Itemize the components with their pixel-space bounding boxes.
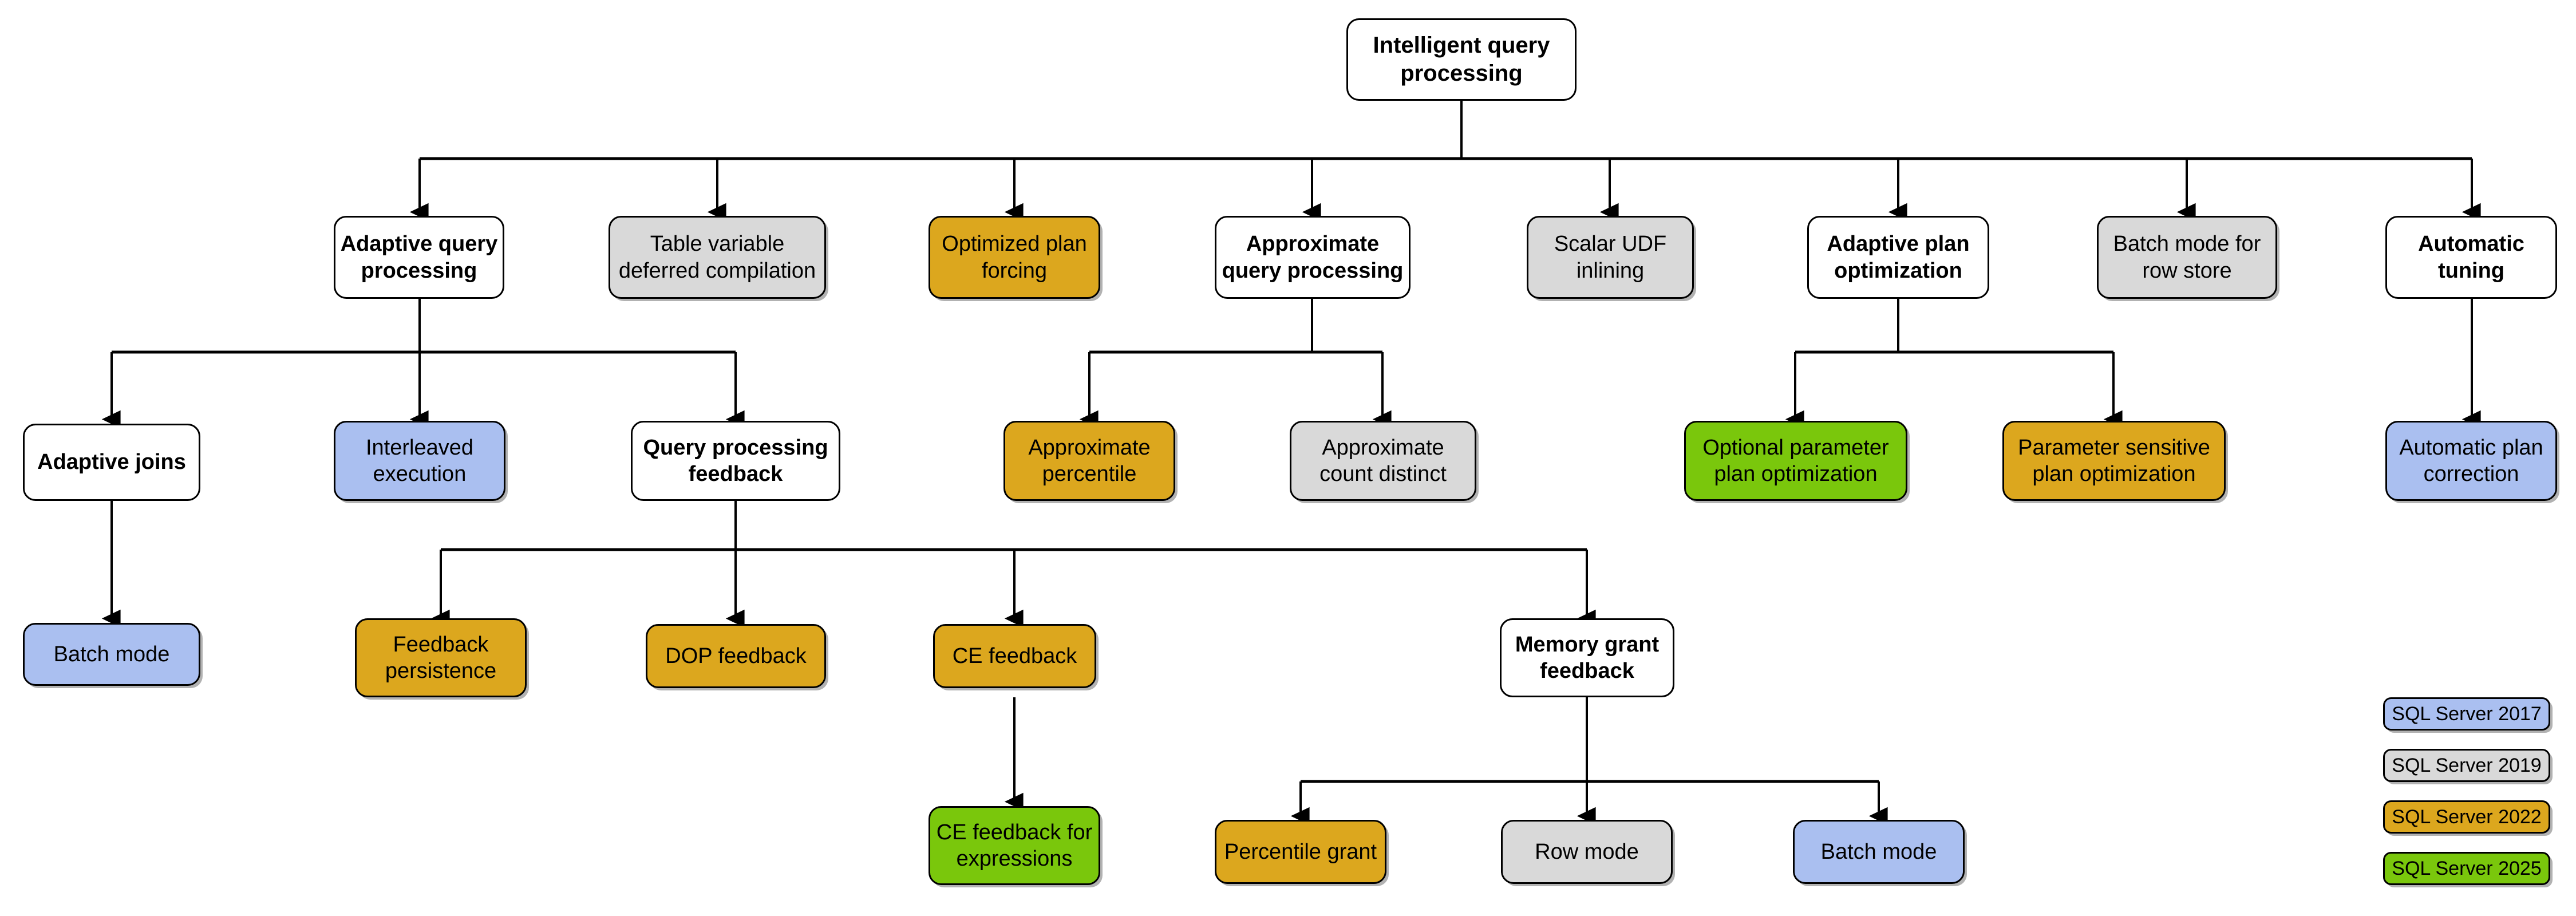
node-label: Batch mode <box>53 642 170 666</box>
legend-label: SQL Server 2019 <box>2392 754 2542 776</box>
node-automatic-plan-correction[interactable]: Automatic plan correction <box>2385 421 2557 501</box>
node-label: Interleaved execution <box>365 435 473 486</box>
legend-label: SQL Server 2022 <box>2392 806 2542 828</box>
legend-label: SQL Server 2017 <box>2392 702 2542 725</box>
node-label: Approximate count distinct <box>1319 435 1447 486</box>
legend-label: SQL Server 2025 <box>2392 857 2542 879</box>
node-percentile-grant[interactable]: Percentile grant <box>1215 820 1386 884</box>
node-memory-grant-feedback[interactable]: Memory grant feedback <box>1500 618 1674 697</box>
node-label: Automatic plan correction <box>2399 435 2543 486</box>
node-dop-feedback[interactable]: DOP feedback <box>646 624 826 688</box>
legend-item-sql-server-2025[interactable]: SQL Server 2025 <box>2383 852 2550 885</box>
node-approximate-percentile[interactable]: Approximate percentile <box>1003 421 1175 501</box>
node-label: Approximate query processing <box>1222 232 1404 283</box>
node-adaptive-joins[interactable]: Adaptive joins <box>23 424 200 501</box>
node-label: Query processing feedback <box>643 435 828 486</box>
node-optimized-plan-forcing[interactable]: Optimized plan forcing <box>929 216 1100 299</box>
node-label: Automatic tuning <box>2418 232 2524 283</box>
node-label: Memory grant feedback <box>1515 632 1660 683</box>
node-intelligent-query-processing[interactable]: Intelligent query processing <box>1346 18 1577 101</box>
legend-item-sql-server-2022[interactable]: SQL Server 2022 <box>2383 800 2550 834</box>
node-label: Batch mode for row store <box>2113 232 2261 283</box>
node-ce-feedback-for-expressions[interactable]: CE feedback for expressions <box>929 806 1100 885</box>
legend-item-sql-server-2019[interactable]: SQL Server 2019 <box>2383 749 2550 782</box>
node-approximate-count-distinct[interactable]: Approximate count distinct <box>1290 421 1476 501</box>
node-approximate-query-processing[interactable]: Approximate query processing <box>1215 216 1411 299</box>
node-parameter-sensitive-plan-optimization[interactable]: Parameter sensitive plan optimization <box>2002 421 2226 501</box>
node-label: Parameter sensitive plan optimization <box>2018 435 2210 486</box>
node-label: Batch mode <box>1820 839 1937 864</box>
node-query-processing-feedback[interactable]: Query processing feedback <box>631 421 840 501</box>
node-label: Optional parameter plan optimization <box>1702 435 1889 486</box>
node-label: Scalar UDF inlining <box>1554 232 1667 283</box>
node-label: Percentile grant <box>1224 839 1377 864</box>
node-ce-feedback[interactable]: CE feedback <box>933 624 1096 688</box>
node-batch-mode-memory-grant[interactable]: Batch mode <box>1793 820 1965 884</box>
node-label: Feedback persistence <box>385 632 497 683</box>
node-row-mode[interactable]: Row mode <box>1501 820 1673 884</box>
node-label: Adaptive joins <box>37 450 186 475</box>
node-batch-mode-for-row-store[interactable]: Batch mode for row store <box>2097 216 2277 299</box>
node-label: CE feedback for expressions <box>936 820 1093 871</box>
node-table-variable-deferred-compilation[interactable]: Table variable deferred compilation <box>609 216 826 299</box>
node-scalar-udf-inlining[interactable]: Scalar UDF inlining <box>1527 216 1694 299</box>
node-label: Row mode <box>1535 839 1639 864</box>
legend-item-sql-server-2017[interactable]: SQL Server 2017 <box>2383 697 2550 731</box>
node-label: Intelligent query processing <box>1373 33 1550 86</box>
node-adaptive-plan-optimization[interactable]: Adaptive plan optimization <box>1807 216 1989 299</box>
node-label: Adaptive query processing <box>340 232 498 283</box>
node-automatic-tuning[interactable]: Automatic tuning <box>2385 216 2557 299</box>
node-label: Table variable deferred compilation <box>618 232 816 283</box>
node-feedback-persistence[interactable]: Feedback persistence <box>355 618 527 697</box>
node-label: CE feedback <box>952 643 1077 668</box>
node-interleaved-execution[interactable]: Interleaved execution <box>334 421 505 501</box>
node-optional-parameter-plan-optimization[interactable]: Optional parameter plan optimization <box>1684 421 1907 501</box>
node-label: Adaptive plan optimization <box>1827 232 1970 283</box>
node-adaptive-query-processing[interactable]: Adaptive query processing <box>334 216 504 299</box>
node-label: Approximate percentile <box>1028 435 1151 486</box>
node-batch-mode-adaptive-joins[interactable]: Batch mode <box>23 623 200 686</box>
node-label: Optimized plan forcing <box>942 232 1087 283</box>
node-label: DOP feedback <box>665 643 807 668</box>
